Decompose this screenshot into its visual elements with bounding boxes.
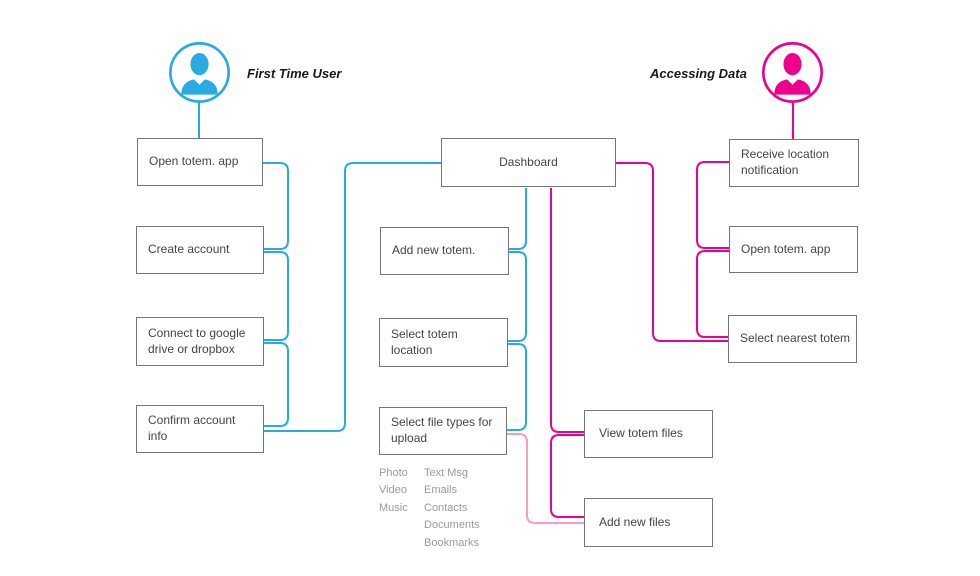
node-select-nearest-totem: Select nearest totem: [728, 315, 857, 363]
connector-select-location-to-select-file-types: [507, 343, 527, 431]
node-add-new-files: Add new files: [584, 498, 713, 547]
persona-shoulders: [181, 79, 218, 95]
node-label: Select totem location: [391, 326, 458, 357]
node-label: Confirm account info: [148, 413, 236, 443]
first-time-user-icon: [169, 42, 230, 103]
node-add-new-totem: Add new totem.: [380, 227, 509, 275]
list-item: Photo: [379, 467, 408, 479]
list-item: Bookmarks: [424, 536, 480, 549]
connector-dashboard-to-select-nearest-totem: [616, 162, 728, 342]
node-select-totem-location: Select totem location: [379, 318, 508, 367]
node-label: Create account: [148, 242, 230, 257]
connector-receive-location-to-open-totem: [696, 161, 729, 249]
node-open-totem-app-accessing: Open totem. app: [729, 226, 858, 273]
node-label: Add new totem.: [392, 243, 476, 258]
node-label: View totem files: [599, 426, 683, 441]
persona-shoulders: [774, 79, 811, 95]
list-item: Contacts: [424, 501, 468, 514]
node-connect-google-drive-dropbox: Connect to google drive or dropbox: [136, 317, 264, 366]
first-time-user-label: First Time User: [247, 66, 342, 81]
node-confirm-account-info: Confirm account info: [136, 405, 264, 453]
list-item: Music: [379, 501, 408, 514]
persona-circle: [762, 42, 823, 103]
connector-view-files-to-add-new-files: [550, 434, 584, 518]
node-label: Dashboard: [499, 154, 558, 169]
connector-connect-google-to-confirm-account: [264, 342, 289, 427]
list-item: Text Msg: [424, 467, 469, 479]
connector-dashboard-to-add-new-totem: [509, 188, 527, 250]
node-label: Connect to google drive or dropbox: [148, 325, 246, 356]
connector-confirm-account-to-dashboard: [264, 162, 441, 432]
node-receive-location-notification: Receive location notification: [729, 139, 859, 187]
node-label: Receive location notification: [741, 147, 830, 177]
node-view-totem-files: View totem files: [584, 410, 713, 458]
file-types-data-list: Text Msg Emails Contacts Documents Bookm…: [424, 465, 480, 552]
node-dashboard: Dashboard: [441, 138, 616, 187]
node-label: Select file types for upload: [391, 415, 493, 445]
node-select-file-types-for-upload: Select file types for upload: [379, 407, 507, 455]
node-create-account: Create account: [136, 226, 264, 274]
list-item: Emails: [424, 484, 458, 497]
persona-circle: [169, 42, 230, 103]
connector-open-totem-to-select-nearest: [696, 250, 729, 338]
node-label: Select nearest totem: [740, 331, 851, 346]
accessing-data-label: Accessing Data: [650, 66, 747, 81]
connector-add-new-totem-to-select-location: [508, 251, 527, 342]
accessing-data-icon: [762, 42, 823, 103]
node-open-totem-app-first-time: Open totem. app: [137, 138, 263, 186]
connector-select-file-types-to-add-new-files: [507, 433, 584, 524]
persona-head: [190, 53, 209, 76]
list-item: Video: [379, 484, 407, 497]
node-label: Open totem. app: [149, 154, 239, 169]
node-label: Open totem. app: [741, 241, 831, 256]
persona-head: [783, 53, 802, 76]
connector-dashboard-to-view-totem-files: [550, 188, 584, 433]
file-types-media-list: Photo Video Music: [379, 465, 408, 517]
list-item: Documents: [424, 519, 480, 532]
connector-create-account-to-connect-google: [264, 251, 289, 341]
connector-open-totem-to-create-account: [263, 162, 289, 250]
node-label: Add new files: [599, 514, 671, 529]
